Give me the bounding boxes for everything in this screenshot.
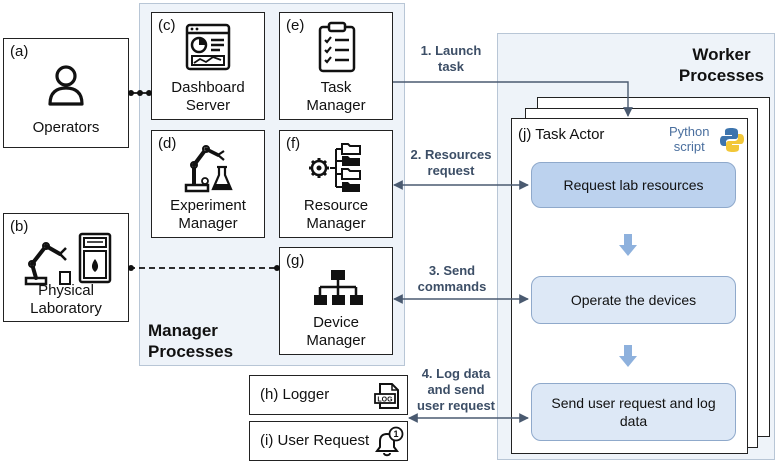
dashboard-icon — [185, 23, 231, 71]
task-manager-tag: (e) — [286, 17, 305, 34]
logger-box[interactable]: (h) Logger LOG — [249, 375, 408, 415]
operators-tag: (a) — [10, 43, 29, 60]
lab-robot-flask-icon — [184, 145, 233, 193]
worker-processes-title: Worker Processes — [678, 45, 764, 85]
task-actor-card: (j) Task Actor Python script Request lab… — [511, 118, 748, 454]
step-commands-label: 3. Send commands — [417, 263, 487, 294]
device-manager-box[interactable]: (g) Device Manager — [279, 247, 393, 355]
step-launch-label: 1. Launch task — [420, 43, 482, 74]
notification-bell-icon: 1 — [375, 426, 404, 457]
experiment-tag: (d) — [158, 135, 177, 152]
task-manager-box[interactable]: (e) Task Manager — [279, 12, 393, 120]
step-log-label: 4. Log data and send user request — [416, 366, 496, 413]
operators-box[interactable]: (a) Operators — [3, 38, 129, 148]
manager-processes-title: Manager Processes — [148, 321, 234, 361]
device-label: Device Manager — [306, 314, 366, 349]
experiment-label: Experiment Manager — [170, 197, 246, 232]
resource-tag: (f) — [286, 135, 301, 152]
step-resources-label: 2. Resources request — [410, 147, 492, 178]
experiment-manager-box[interactable]: (d) Experiment Manager — [151, 130, 265, 238]
laboratory-tag: (b) — [10, 218, 29, 235]
request-lab-resources-step[interactable]: Request lab resources — [531, 162, 736, 208]
laboratory-label: Physical Laboratory — [30, 282, 102, 317]
operate-devices-step[interactable]: Operate the devices — [531, 276, 736, 324]
resource-label: Resource Manager — [303, 197, 369, 232]
task-actor-title: (j) Task Actor — [518, 126, 605, 143]
logger-label: (h) Logger — [260, 386, 330, 403]
python-script-label: Python script — [669, 124, 710, 154]
operators-label: Operators — [32, 119, 100, 136]
device-tag: (g) — [286, 252, 305, 269]
log-file-icon: LOG — [374, 383, 399, 409]
resource-manager-box[interactable]: (f) Resource Manager — [279, 130, 393, 238]
user-request-box[interactable]: (i) User Request 1 — [249, 421, 408, 461]
dashboard-server-box[interactable]: (c) Dashboard Server — [151, 12, 265, 120]
hierarchy-network-icon — [314, 270, 363, 305]
physical-laboratory-box[interactable]: (b) Physical Laboratory — [3, 213, 129, 322]
furnace-machine-icon — [78, 232, 112, 284]
gear-folders-icon — [309, 143, 361, 192]
robot-arm-icon — [24, 242, 71, 286]
person-icon — [48, 65, 84, 106]
send-user-request-step[interactable]: Send user request and log data — [531, 383, 736, 441]
task-manager-label: Task Manager — [306, 79, 366, 114]
notification-badge-count: 1 — [393, 429, 398, 439]
clipboard-checklist-icon — [318, 21, 356, 73]
dashboard-tag: (c) — [158, 17, 176, 34]
svg-text:LOG: LOG — [377, 397, 393, 404]
user-request-label: (i) User Request — [260, 432, 370, 449]
python-logo-icon — [720, 128, 744, 152]
dashboard-label: Dashboard Server — [171, 79, 245, 114]
